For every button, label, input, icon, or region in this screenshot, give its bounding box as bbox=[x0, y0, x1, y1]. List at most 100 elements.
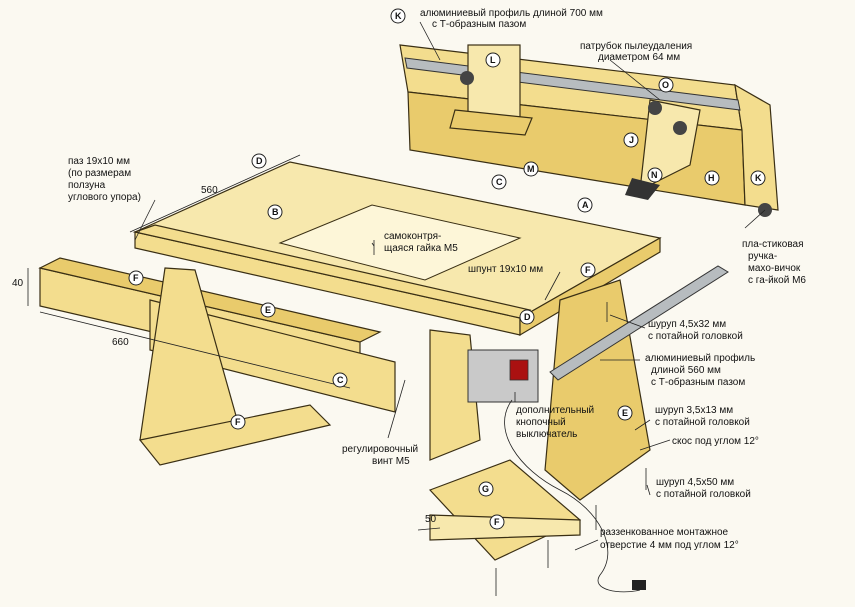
fence-knob-3 bbox=[673, 121, 687, 135]
svg-text:углового упора): углового упора) bbox=[68, 192, 141, 203]
part-m: M bbox=[523, 161, 539, 177]
dimension-lines bbox=[27, 154, 441, 531]
label-countersunk-hole: раззенкованное монтажное отверстие 4 мм … bbox=[600, 527, 739, 551]
insert-opening bbox=[278, 204, 522, 281]
tabletop-side-edge bbox=[519, 236, 661, 337]
svg-text:паз 19x10 мм: паз 19x10 мм bbox=[68, 156, 130, 167]
alu-profile-560 bbox=[549, 265, 729, 381]
svg-text:шуруп 4,5x32 мм: шуруп 4,5x32 мм bbox=[648, 319, 726, 330]
svg-text:шуруп 4,5x50 мм: шуруп 4,5x50 мм bbox=[656, 477, 734, 488]
plug-icon bbox=[632, 580, 646, 590]
screws bbox=[373, 240, 647, 596]
svg-text:J: J bbox=[629, 135, 634, 145]
label-alu-560: алюминиевый профиль длиной 560 мм с Т-об… bbox=[645, 352, 755, 388]
part-l: L bbox=[485, 52, 501, 68]
svg-text:K: K bbox=[395, 11, 402, 21]
svg-text:щаяся гайка М5: щаяся гайка М5 bbox=[384, 243, 458, 254]
edge-strip-c bbox=[132, 224, 532, 319]
leg-right-side bbox=[544, 279, 651, 501]
label-spline: шпунт 19x10 мм bbox=[468, 264, 543, 275]
svg-text:D: D bbox=[524, 312, 531, 322]
svg-text:K: K bbox=[755, 173, 762, 183]
part-b: B bbox=[267, 204, 283, 220]
label-screw-4-5x32: шуруп 4,5x32 мм с потайной головкой bbox=[648, 319, 743, 342]
svg-text:ручка-: ручка- bbox=[748, 251, 777, 262]
label-screw-3-5x13: шуруп 3,5x13 мм с потайной головкой bbox=[655, 405, 750, 428]
foot-right-f bbox=[429, 514, 581, 541]
svg-text:винт М5: винт М5 bbox=[372, 456, 410, 467]
svg-text:C: C bbox=[337, 375, 344, 385]
table-top bbox=[132, 161, 662, 337]
svg-text:алюминиевый профиль длиной 700: алюминиевый профиль длиной 700 мм bbox=[420, 7, 603, 19]
part-f-foot: F bbox=[489, 514, 505, 530]
dim-660: 660 bbox=[112, 337, 129, 348]
svg-text:отверстие 4 мм под углом 12°: отверстие 4 мм под углом 12° bbox=[600, 540, 739, 551]
part-e-leg: E bbox=[617, 405, 633, 421]
svg-text:F: F bbox=[585, 265, 591, 275]
svg-text:с потайной головкой: с потайной головкой bbox=[648, 331, 743, 342]
svg-text:F: F bbox=[133, 273, 139, 283]
part-h: H bbox=[704, 170, 720, 186]
part-o: O bbox=[658, 77, 674, 93]
svg-text:(по размерам: (по размерам bbox=[68, 168, 131, 179]
svg-text:ползуна: ползуна bbox=[68, 180, 106, 191]
svg-text:F: F bbox=[494, 517, 500, 527]
switch-button-icon bbox=[509, 359, 529, 381]
svg-text:самоконтря-: самоконтря- bbox=[384, 231, 441, 242]
part-f-leg: F bbox=[230, 414, 246, 430]
fence-knob-1 bbox=[460, 71, 474, 85]
svg-text:регулировочный: регулировочный bbox=[342, 444, 418, 455]
part-k-side: K bbox=[750, 170, 766, 186]
svg-text:шуруп 3,5x13 мм: шуруп 3,5x13 мм bbox=[655, 405, 733, 416]
svg-text:с Т-образным пазом: с Т-образным пазом bbox=[432, 18, 526, 30]
part-e-center: E bbox=[260, 302, 276, 318]
guard-black-tip bbox=[625, 178, 660, 200]
part-c-mid: C bbox=[332, 372, 348, 388]
part-n: N bbox=[647, 167, 663, 183]
svg-text:диаметром 64 мм: диаметром 64 мм bbox=[598, 52, 680, 63]
label-groove: паз 19x10 мм (по размерам ползуна углово… bbox=[68, 156, 141, 203]
label-plastic-knob: пла-стиковая ручка- махо-вичок с га-йкой… bbox=[742, 239, 806, 286]
svg-text:выключатель: выключатель bbox=[516, 429, 577, 440]
fence-knob-2 bbox=[648, 101, 662, 115]
svg-text:махо-вичок: махо-вичок bbox=[748, 263, 801, 274]
svg-text:с Т-образным пазом: с Т-образным пазом bbox=[651, 376, 745, 388]
svg-text:M: M bbox=[527, 164, 535, 174]
part-g: G bbox=[478, 481, 494, 497]
part-k-top: K bbox=[390, 8, 406, 24]
part-f-right: F bbox=[580, 262, 596, 278]
svg-text:шпунт 19x10 мм: шпунт 19x10 мм bbox=[468, 264, 543, 275]
svg-text:с потайной головкой: с потайной головкой bbox=[656, 489, 751, 500]
svg-text:с га-йкой М6: с га-йкой М6 bbox=[748, 275, 806, 286]
part-j: J bbox=[623, 132, 639, 148]
side-rail-top bbox=[38, 257, 382, 343]
svg-text:с потайной головкой: с потайной головкой bbox=[655, 417, 750, 428]
svg-text:C: C bbox=[496, 177, 503, 187]
label-switch: дополнительный кнопочный выключатель bbox=[516, 405, 594, 440]
svg-text:G: G bbox=[482, 484, 489, 494]
part-d-top: D bbox=[251, 153, 267, 169]
leader-lines bbox=[134, 21, 766, 551]
svg-text:L: L bbox=[490, 55, 496, 65]
part-a: A bbox=[577, 197, 593, 213]
label-dust-port: патрубок пылеудаления диаметром 64 мм bbox=[580, 40, 692, 63]
part-f-left: F bbox=[128, 270, 144, 286]
svg-text:раззенкованное монтажное: раззенкованное монтажное bbox=[600, 527, 729, 538]
svg-text:B: B bbox=[272, 207, 279, 217]
part-c-top: C bbox=[491, 174, 507, 190]
dust-hood-base-m bbox=[449, 109, 533, 136]
svg-text:H: H bbox=[708, 173, 715, 183]
svg-text:скос под углом 12°: скос под углом 12° bbox=[672, 436, 759, 447]
svg-text:O: O bbox=[662, 80, 669, 90]
label-self-lock-nut: самоконтря- щаяся гайка М5 bbox=[384, 231, 458, 254]
svg-text:E: E bbox=[622, 408, 628, 418]
svg-text:E: E bbox=[265, 305, 271, 315]
svg-text:дополнительный: дополнительный bbox=[516, 405, 594, 416]
svg-text:D: D bbox=[256, 156, 263, 166]
part-callouts: K L O J M N H K D C A B F F E D C F E G … bbox=[128, 8, 766, 530]
svg-text:F: F bbox=[235, 417, 241, 427]
foot-left-f bbox=[138, 404, 332, 466]
part-d-mid: D bbox=[519, 309, 535, 325]
svg-text:длиной 560 мм: длиной 560 мм bbox=[651, 365, 721, 376]
